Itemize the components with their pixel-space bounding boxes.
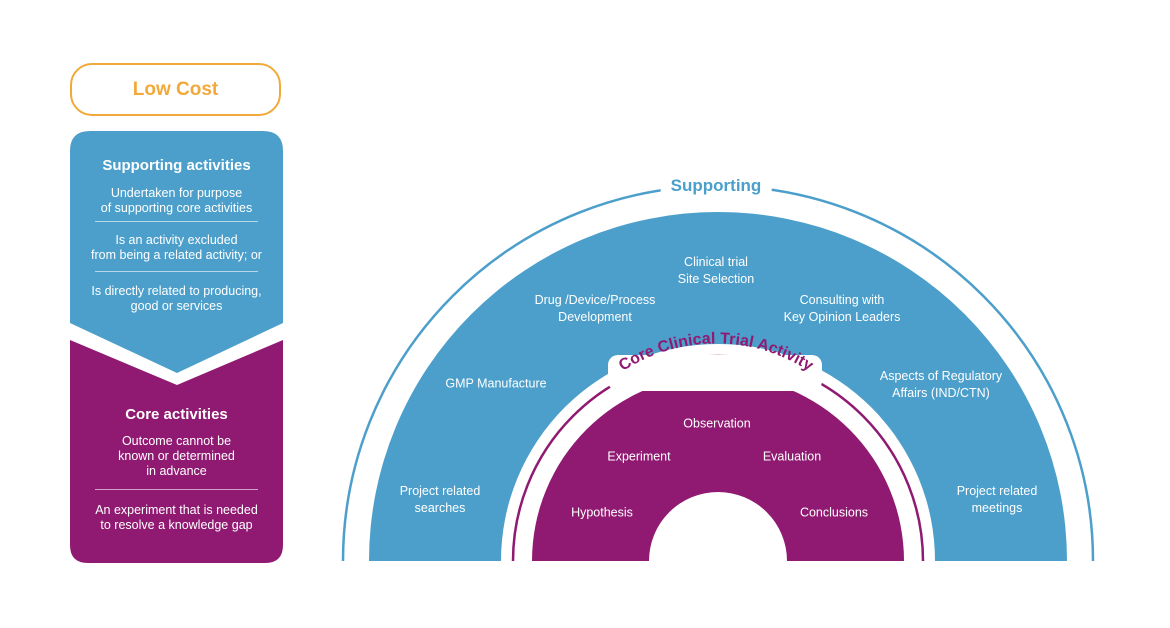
supporting-band <box>369 212 1067 561</box>
core-title-bg <box>608 355 822 391</box>
core-item-observation: Observation <box>683 416 751 431</box>
supporting-item-1: Undertaken for purpose of supporting cor… <box>100 186 253 215</box>
supporting-card <box>70 131 283 373</box>
core-item-experiment: Experiment <box>607 449 671 464</box>
core-card <box>70 340 283 563</box>
core-item-2: An experiment that is needed to resolve … <box>95 503 258 532</box>
divider <box>95 221 258 222</box>
core-item-1: Outcome cannot be known or determined in… <box>118 434 235 478</box>
core-item-evaluation: Evaluation <box>762 449 822 464</box>
core-card-title: Core activities <box>125 406 228 423</box>
supporting-card-title: Supporting activities <box>102 157 251 174</box>
supporting-item-gmp: GMP Manufacture <box>445 376 547 391</box>
divider <box>95 271 258 272</box>
supporting-item-2: Is an activity excluded from being a rel… <box>91 233 262 262</box>
supporting-title: Supporting <box>660 176 772 196</box>
divider <box>95 489 258 490</box>
core-item-conclusions: Conclusions <box>799 505 869 520</box>
core-band <box>532 375 904 561</box>
core-item-hypothesis: Hypothesis <box>571 505 633 520</box>
supporting-item-3: Is directly related to producing, good o… <box>91 284 262 313</box>
low-cost-label: Low Cost <box>132 78 219 100</box>
low-cost-badge: Low Cost <box>70 63 281 116</box>
